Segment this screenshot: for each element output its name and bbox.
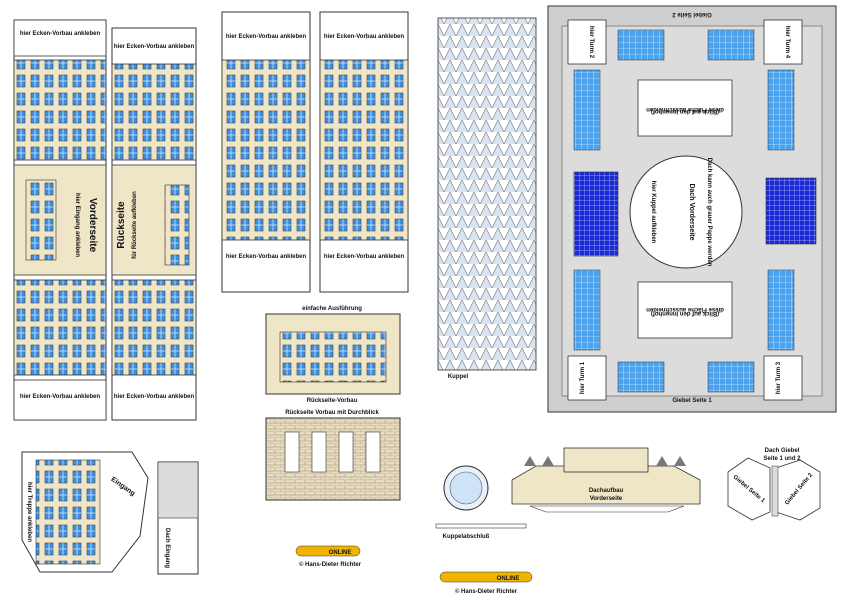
roof-structure-label: Dachaufbau (589, 488, 624, 494)
entrance-roof-label: Dach Eingang (164, 528, 170, 568)
tower-2-label: hier Turm 2 (588, 26, 594, 59)
roof-structure-piece: Dachaufbau Vorderseite (511, 447, 701, 513)
corner-strip-left: hier Ecken-Vorbau ankleben hier Ecken-Vo… (221, 11, 311, 293)
dome-segments: Kuppel (437, 17, 537, 380)
dome-cap-label: Kuppelabschluß (443, 534, 490, 540)
rear-facade-strip: hier Ecken-Vorbau ankleben Rückseite für… (111, 27, 197, 421)
corner-bottom-label-2: hier Ecken-Vorbau ankleben (324, 254, 405, 260)
bottom-glue-label: hier Ecken-Vorbau ankleben (20, 394, 101, 400)
roof-plan: Giebel Seite 2 Giebel Seite 1 hier Turm … (547, 5, 837, 413)
roof-front-label: Dach Vorderseite (688, 183, 695, 240)
corner-top-label-1: hier Ecken-Vorbau ankleben (226, 34, 307, 40)
simple-version-label: einfache Ausführung (302, 306, 362, 312)
tower-1-label: hier Turm 1 (580, 361, 586, 394)
gable-1-label: Giebel Seite 1 (672, 398, 712, 404)
front-facade-strip: hier Ecken-Vorbau ankleben Vorderseite h… (13, 19, 107, 421)
courtyard-bottom-label: (Blick auf den Innenhof) (651, 310, 719, 316)
bottom-glue-label-2: hier Ecken-Vorbau ankleben (114, 394, 195, 400)
dome-cap-piece: Kuppelabschluß (435, 465, 527, 540)
entrance-hint-label: hier Eingang ankleben (74, 193, 80, 257)
roof-structure-sub: Vorderseite (590, 496, 623, 502)
roof-card-hint: Dach kann auch grauer Pappe werden (706, 158, 712, 267)
logo-2-text: ONLINE (497, 576, 520, 582)
rear-side-label: Rückseite (116, 201, 127, 249)
dome-glue-hint: hier Kuppel aufkleben (650, 181, 656, 244)
publisher-logo-1: ONLINE © Hans-Dieter Richter (295, 545, 362, 568)
entrance-roof-piece: Dach Eingang (157, 461, 199, 575)
gable-roof-label: Dach Giebel (765, 448, 800, 454)
logo-1-text: ONLINE (329, 550, 352, 556)
tower-3-label: hier Turm 3 (776, 361, 782, 394)
publisher-logo-2: ONLINE © Hans-Dieter Richter (439, 571, 533, 595)
copyright-2: © Hans-Dieter Richter (455, 588, 518, 595)
top-glue-label: hier Ecken-Vorbau ankleben (20, 31, 101, 37)
stairs-hint-label: hier Treppe ankleben (26, 482, 32, 542)
corner-top-label-2: hier Ecken-Vorbau ankleben (324, 34, 405, 40)
cutout-bottom-label: diese Fläche ausschneiden (646, 306, 724, 312)
front-side-label: Vorderseite (87, 198, 98, 253)
corner-bottom-label-1: hier Ecken-Vorbau ankleben (226, 254, 307, 260)
tower-4-label: hier Turm 4 (784, 26, 790, 59)
gable-roof-piece: Dach Giebel Seite 1 und 2 Giebel Seite 1… (727, 448, 821, 521)
gable-2-label: Giebel Seite 2 (672, 11, 712, 17)
dome-label: Kuppel (448, 374, 469, 380)
copyright-1: © Hans-Dieter Richter (299, 561, 362, 568)
rear-hint-label: für Rückseite aufkleben (132, 191, 138, 259)
gable-roof-sub: Seite 1 und 2 (763, 456, 801, 462)
top-glue-label-2: hier Ecken-Vorbau ankleben (114, 44, 195, 50)
rear-portico-label: Rückseite-Vorbau (307, 398, 358, 404)
openwork-portico: Rückseite Vorbau mit Durchblick (265, 410, 401, 501)
openwork-label: Rückseite Vorbau mit Durchblick (285, 410, 379, 416)
courtyard-top-label: (Blick auf den Innenhof) (651, 108, 719, 114)
entrance-piece: hier Treppe ankleben Eingang (21, 451, 149, 573)
simple-portico: einfache Ausführung Rückseite-Vorbau (265, 306, 401, 404)
corner-strip-right: hier Ecken-Vorbau ankleben hier Ecken-Vo… (319, 11, 409, 293)
cutout-top-label: diese Fläche ausschneiden (646, 106, 724, 112)
